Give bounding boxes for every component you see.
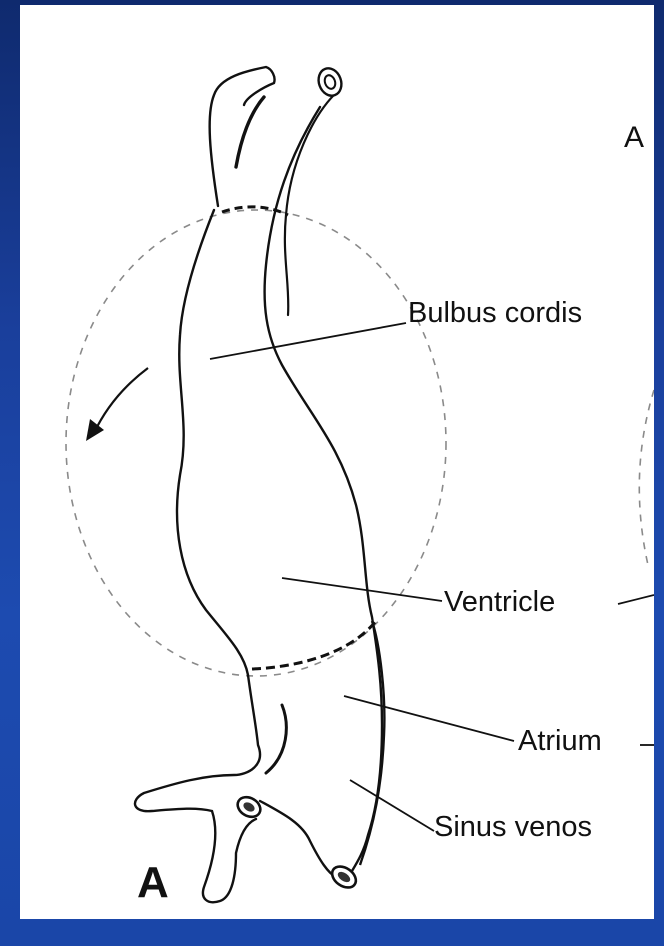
label-atrium: Atrium <box>518 727 602 756</box>
label-bulbus-cordis: Bulbus cordis <box>408 299 582 328</box>
label-sinus-venosus: Sinus venos <box>434 813 592 842</box>
second-panel-ventricle-leader <box>618 595 654 604</box>
atrial-crease-shading <box>266 705 286 773</box>
leader-sinus-venosus <box>350 780 434 831</box>
outflow-outer-wall <box>285 91 338 315</box>
heart-tube-left-wall <box>135 67 275 902</box>
heart-tube-right-wall <box>265 107 382 871</box>
leader-bulbus-cordis <box>210 323 406 359</box>
rotation-dashed-circle <box>66 210 446 676</box>
embryonic-heart-tube-figure <box>20 5 654 919</box>
rotation-arrowhead-icon <box>86 419 104 441</box>
ventricle-atrium-boundary-dashed <box>252 621 376 669</box>
second-panel-dashed-arc <box>639 390 654 565</box>
sinus-inner-curve <box>260 801 336 877</box>
panel-letter-a-fragment: A <box>624 123 644 153</box>
rotation-arrow-curve <box>94 368 148 433</box>
diagram-slide: A Bulbus cordis Ventricle Atrium Sinus v… <box>20 5 654 919</box>
bulbus-boundary-dashed <box>222 207 288 215</box>
leader-ventricle <box>282 578 442 601</box>
arterial-outflow-opening <box>315 65 345 99</box>
leader-atrium <box>344 696 514 741</box>
panel-letter-a: A <box>137 861 169 905</box>
outflow-fold-groove <box>236 97 264 167</box>
label-ventricle: Ventricle <box>444 588 555 617</box>
